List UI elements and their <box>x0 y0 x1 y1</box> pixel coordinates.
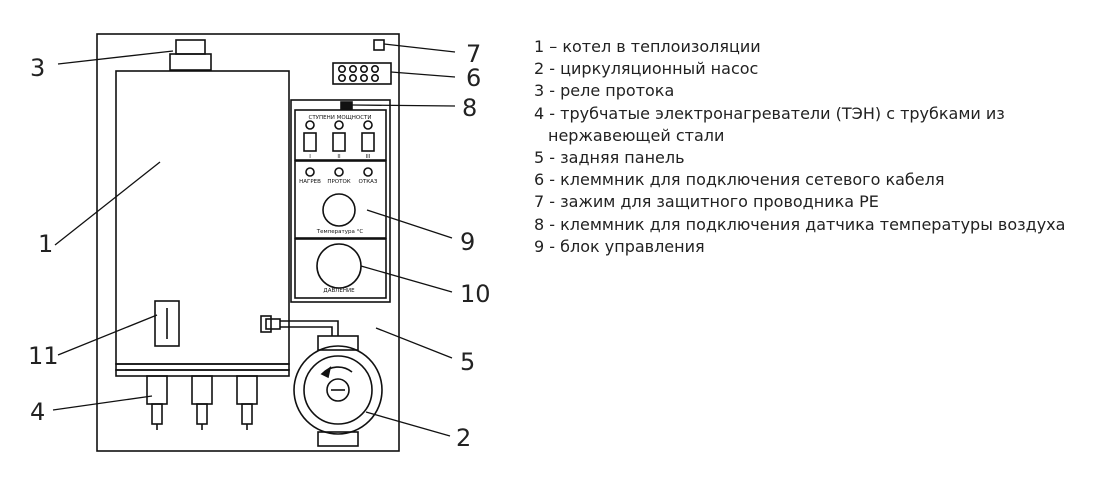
flow-relay <box>169 39 212 71</box>
heating-element <box>146 375 168 430</box>
legend-item: 2 - циркуляционный насос <box>534 59 759 79</box>
label-pressure: ДАВЛЕНИЕ <box>323 288 355 294</box>
sight-window <box>154 300 180 347</box>
label-temperature: Температура °С <box>316 229 364 235</box>
legend-item-continuation: нержавеющей стали <box>548 125 725 145</box>
label-stage-2: II <box>337 154 341 160</box>
callout-6: 6 <box>466 64 481 92</box>
heating-element <box>236 375 258 430</box>
callout-4: 4 <box>30 398 45 426</box>
mains-terminal-block <box>332 62 392 85</box>
legend-item: 1 – котел в теплоизоляции <box>534 37 761 56</box>
callout-9: 9 <box>460 228 475 256</box>
callout-1: 1 <box>38 230 53 258</box>
legend-item: 9 - блок управления <box>534 236 705 256</box>
back-panel <box>96 33 400 452</box>
heating-element <box>191 375 213 430</box>
callout-2: 2 <box>456 424 471 452</box>
air-sensor-terminal <box>340 101 353 110</box>
legend-item: 5 - задняя панель <box>534 148 685 168</box>
label-flow: ПРОТОК <box>327 179 350 185</box>
label-stage-3: III <box>366 154 371 160</box>
legend-list: 1 – котел в теплоизоляции 2 - циркуляцио… <box>534 36 1065 258</box>
pressure-gauge <box>316 243 362 289</box>
legend-item: 6 - клеммник для подключения сетевого ка… <box>534 170 945 190</box>
pe-clamp <box>373 39 385 51</box>
label-power-stages: СТУПЕНИ МОЩНОСТИ <box>308 115 371 121</box>
control-unit <box>290 99 391 303</box>
label-fault: ОТКАЗ <box>359 179 378 185</box>
boiler-body <box>115 70 290 377</box>
callout-10: 10 <box>460 280 491 308</box>
label-stage-1: I <box>309 154 311 160</box>
circulation-pump <box>293 335 383 447</box>
label-heating: НАГРЕВ <box>299 179 321 185</box>
callout-3: 3 <box>30 54 45 82</box>
pump-pipe <box>260 315 339 336</box>
callout-leaders <box>52 43 456 437</box>
callout-5: 5 <box>460 348 475 376</box>
legend-item: 7 - зажим для защитного проводника PE <box>534 192 879 212</box>
legend-item: 3 - реле протока <box>534 81 675 101</box>
callout-7: 7 <box>466 40 481 68</box>
callout-11: 11 <box>28 342 59 370</box>
legend-item: 8 - клеммник для подключения датчика тем… <box>534 214 1066 234</box>
temperature-knob <box>322 193 356 227</box>
legend-item: 4 - трубчатые электронагреватели (ТЭН) с… <box>534 103 1005 123</box>
callout-8: 8 <box>462 94 477 122</box>
